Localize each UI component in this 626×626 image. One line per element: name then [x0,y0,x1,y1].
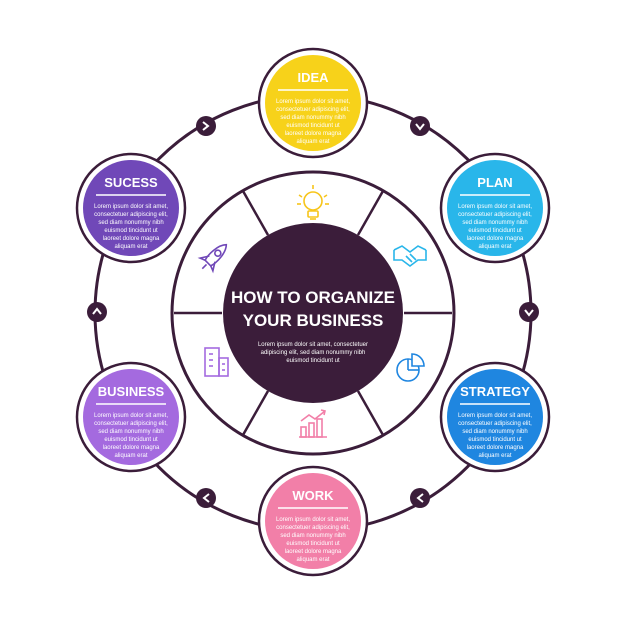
node-sucess: SUCESS Lorem ipsum dolor sit amet, conse… [75,152,187,264]
node-text-line: aliquam erat [296,557,329,563]
node-business: BUSINESS Lorem ipsum dolor sit amet, con… [75,361,187,473]
arrow-icon [519,302,539,322]
rocket-icon [197,243,228,274]
node-text-line: euismod tincidunt ut [286,123,340,129]
ring-arrows [87,116,539,508]
node-text-line: aliquam erat [478,244,511,250]
center-body-line1: Lorem ipsum dolor sit amet, consectetuer [258,342,368,348]
node-text-line: consectetuer adipiscing elit, [94,212,168,218]
node-sucess-fill [83,160,179,256]
node-text-line: euismod tincidunt ut [104,437,158,443]
node-strategy-fill [447,369,543,465]
node-idea-fill [265,55,361,151]
arrow-icon [410,116,430,136]
node-text-line: Lorem ipsum dolor sit amet, [458,413,532,419]
node-text-line: Lorem ipsum dolor sit amet, [458,204,532,210]
center-hub [223,223,403,403]
building-icon [204,347,229,377]
node-text-line: consectetuer adipiscing elit, [458,212,532,218]
node-text-line: laoreet dolore magna [285,131,342,137]
node-text-line: sed diam nonummy nibh [98,220,163,226]
node-title: SUCESS [104,175,158,190]
node-text-line: euismod tincidunt ut [104,228,158,234]
node-work-fill [265,473,361,569]
node-text-line: sed diam nonummy nibh [280,115,345,121]
node-text-line: laoreet dolore magna [103,236,160,242]
node-plan: PLAN Lorem ipsum dolor sit amet, consect… [439,152,551,264]
center-title-line2: YOUR BUSINESS [243,311,384,330]
node-text-line: aliquam erat [478,453,511,459]
node-idea: IDEA Lorem ipsum dolor sit amet, consect… [257,47,369,159]
arrow-icon [196,116,216,136]
arrow-icon [87,302,107,322]
node-title: BUSINESS [98,384,165,399]
node-text-line: euismod tincidunt ut [468,228,522,234]
node-text-line: euismod tincidunt ut [468,437,522,443]
node-text-line: euismod tincidunt ut [286,541,340,547]
center-body-line2: adipiscing elit, sed diam nonummy nibh [261,350,366,356]
node-text-line: sed diam nonummy nibh [280,533,345,539]
node-plan-fill [447,160,543,256]
node-text-line: consectetuer adipiscing elit, [458,421,532,427]
node-work: WORK Lorem ipsum dolor sit amet, consect… [257,465,369,577]
node-title: STRATEGY [460,384,530,399]
node-text-line: Lorem ipsum dolor sit amet, [276,99,350,105]
lightbulb-icon [297,185,329,220]
node-text-line: laoreet dolore magna [467,445,524,451]
pie-chart-icon [396,353,425,382]
node-title: WORK [292,488,334,503]
node-text-line: laoreet dolore magna [467,236,524,242]
node-text-line: Lorem ipsum dolor sit amet, [94,204,168,210]
node-text-line: Lorem ipsum dolor sit amet, [94,413,168,419]
handshake-icon [393,245,427,267]
node-text-line: consectetuer adipiscing elit, [276,525,350,531]
central-wheel [170,170,456,456]
node-title: PLAN [477,175,512,190]
node-text-line: aliquam erat [114,453,147,459]
arrow-icon [196,488,216,508]
node-strategy: STRATEGY Lorem ipsum dolor sit amet, con… [439,361,551,473]
node-text-line: sed diam nonummy nibh [462,220,527,226]
node-text-line: laoreet dolore magna [103,445,160,451]
node-text-line: sed diam nonummy nibh [462,429,527,435]
node-text-line: aliquam erat [296,139,329,145]
node-text-line: aliquam erat [114,244,147,250]
node-business-fill [83,369,179,465]
node-text-line: sed diam nonummy nibh [98,429,163,435]
node-text-line: consectetuer adipiscing elit, [276,107,350,113]
node-text-line: consectetuer adipiscing elit, [94,421,168,427]
center-title-line1: HOW TO ORGANIZE [231,288,395,307]
arrow-icon [410,488,430,508]
growth-chart-icon [299,409,327,438]
center-body-line3: euismod tincidunt ut [286,358,340,364]
node-title: IDEA [297,70,329,85]
node-text-line: laoreet dolore magna [285,549,342,555]
node-text-line: Lorem ipsum dolor sit amet, [276,517,350,523]
